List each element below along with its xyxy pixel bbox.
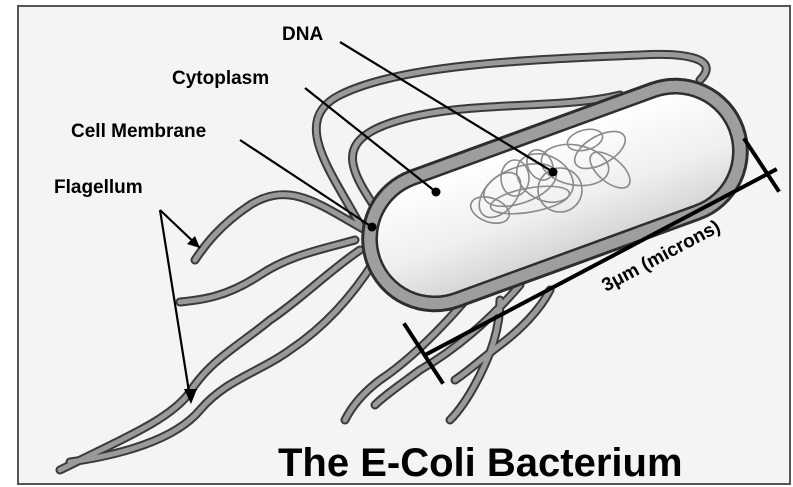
- cytoplasm-label: Cytoplasm: [172, 68, 269, 89]
- diagram-title: The E-Coli Bacterium: [278, 441, 683, 485]
- cell-membrane-label: Cell Membrane: [71, 121, 206, 142]
- membrane-pointer-dot: [368, 223, 377, 232]
- flagellum-label: Flagellum: [54, 177, 143, 198]
- dna-label: DNA: [282, 24, 323, 45]
- cytoplasm-pointer-dot: [432, 188, 441, 197]
- dna-pointer-dot: [549, 168, 558, 177]
